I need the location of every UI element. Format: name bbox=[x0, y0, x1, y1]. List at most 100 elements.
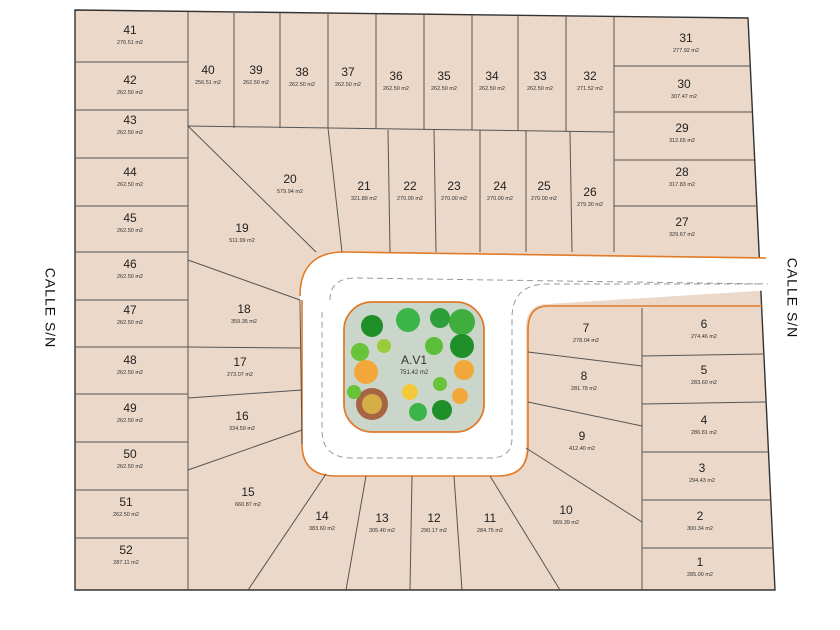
lot-number-16: 16 bbox=[235, 409, 249, 423]
lot-area-39: 262.50 m2 bbox=[243, 80, 269, 86]
lot-area-11: 284.75 m2 bbox=[477, 528, 503, 534]
lot-number-14: 14 bbox=[315, 509, 329, 523]
lot-area-35: 262.50 m2 bbox=[431, 86, 457, 92]
lot-area-46: 262.50 m2 bbox=[117, 274, 143, 280]
lot-number-1: 1 bbox=[697, 555, 704, 569]
lot-number-32: 32 bbox=[583, 69, 597, 83]
lot-area-40: 256.51 m2 bbox=[195, 80, 221, 86]
lot-area-25: 270.00 m2 bbox=[531, 196, 557, 202]
lot-number-48: 48 bbox=[123, 353, 137, 367]
lot-area-7: 278.04 m2 bbox=[573, 338, 599, 344]
lot-number-51: 51 bbox=[119, 495, 133, 509]
lot-area-18: 359.35 m2 bbox=[231, 319, 257, 325]
lot-number-45: 45 bbox=[123, 211, 137, 225]
lot-number-33: 33 bbox=[533, 69, 547, 83]
lot-number-8: 8 bbox=[581, 369, 588, 383]
lot-number-47: 47 bbox=[123, 303, 137, 317]
lot-number-43: 43 bbox=[123, 113, 137, 127]
lot-number-42: 42 bbox=[123, 73, 137, 87]
lot-number-39: 39 bbox=[249, 63, 263, 77]
lot-number-26: 26 bbox=[583, 185, 597, 199]
lot-number-11: 11 bbox=[484, 511, 497, 525]
lot-number-31: 31 bbox=[679, 31, 693, 45]
lot-area-36: 262.50 m2 bbox=[383, 86, 409, 92]
lot-area-51: 262.50 m2 bbox=[113, 512, 139, 518]
lot-area-27: 329.67 m2 bbox=[669, 232, 695, 238]
lot-area-44: 262.50 m2 bbox=[117, 182, 143, 188]
lot-area-32: 271.52 m2 bbox=[577, 86, 603, 92]
lot-area-49: 262.50 m2 bbox=[117, 418, 143, 424]
lot-area-23: 270.00 m2 bbox=[441, 196, 467, 202]
lot-area-12: 290.17 m2 bbox=[421, 528, 447, 534]
lot-area-24: 270.00 m2 bbox=[487, 196, 513, 202]
lot-number-29: 29 bbox=[675, 121, 689, 135]
lot-number-34: 34 bbox=[485, 69, 499, 83]
lot-number-19: 19 bbox=[235, 221, 249, 235]
lot-number-5: 5 bbox=[701, 363, 708, 377]
park-area: A.V1 751.42 m2 bbox=[343, 301, 485, 433]
lot-area-29: 312.65 m2 bbox=[669, 138, 695, 144]
lot-area-6: 274.46 m2 bbox=[691, 334, 717, 340]
lot-number-12: 12 bbox=[427, 511, 441, 525]
lot-area-16: 334.59 m2 bbox=[229, 426, 255, 432]
lot-area-4: 286.81 m2 bbox=[691, 430, 717, 436]
lot-area-9: 412.40 m2 bbox=[569, 446, 595, 452]
lot-area-19: 511.99 m2 bbox=[229, 238, 255, 244]
lot-number-9: 9 bbox=[579, 429, 586, 443]
lot-area-38: 262.50 m2 bbox=[289, 82, 315, 88]
lot-area-33: 262.50 m2 bbox=[527, 86, 553, 92]
lot-number-20: 20 bbox=[283, 172, 297, 186]
lot-number-18: 18 bbox=[237, 302, 251, 316]
lot-number-41: 41 bbox=[123, 23, 137, 37]
lot-area-45: 262.50 m2 bbox=[117, 228, 143, 234]
lot-number-10: 10 bbox=[559, 503, 573, 517]
park-area-label: 751.42 m2 bbox=[400, 370, 429, 376]
lot-number-17: 17 bbox=[233, 355, 247, 369]
lot-number-13: 13 bbox=[375, 511, 389, 525]
lot-number-46: 46 bbox=[123, 257, 137, 271]
lot-area-20: 579.94 m2 bbox=[277, 189, 303, 195]
lot-number-21: 21 bbox=[357, 179, 371, 193]
lot-area-17: 273.07 m2 bbox=[227, 372, 253, 378]
lot-number-22: 22 bbox=[403, 179, 417, 193]
lot-area-47: 262.50 m2 bbox=[117, 320, 143, 326]
lot-number-15: 15 bbox=[241, 485, 255, 499]
lot-number-50: 50 bbox=[123, 447, 137, 461]
road-edge-inner bbox=[301, 300, 762, 477]
road-centerline bbox=[321, 277, 769, 459]
lot-number-2: 2 bbox=[697, 509, 704, 523]
lot-number-38: 38 bbox=[295, 65, 309, 79]
lot-number-24: 24 bbox=[493, 179, 507, 193]
lot-area-48: 262.50 m2 bbox=[117, 370, 143, 376]
lot-number-27: 27 bbox=[675, 215, 689, 229]
lot-number-40: 40 bbox=[201, 63, 215, 77]
lot-area-34: 262.50 m2 bbox=[479, 86, 505, 92]
lot-number-4: 4 bbox=[701, 413, 708, 427]
lot-number-23: 23 bbox=[447, 179, 461, 193]
lot-area-21: 321.89 m2 bbox=[351, 196, 377, 202]
lot-number-28: 28 bbox=[675, 165, 689, 179]
lot-area-14: 383.60 m2 bbox=[309, 526, 335, 532]
lot-number-3: 3 bbox=[699, 461, 706, 475]
lot-area-28: 317.83 m2 bbox=[669, 182, 695, 188]
lot-area-2: 300.34 m2 bbox=[687, 526, 713, 532]
lot-number-49: 49 bbox=[123, 401, 137, 415]
lot-area-31: 277.92 m2 bbox=[673, 48, 699, 54]
lot-area-8: 281.78 m2 bbox=[571, 386, 597, 392]
lot-area-30: 307.47 m2 bbox=[671, 94, 697, 100]
tree-icons bbox=[347, 308, 475, 421]
lot-number-44: 44 bbox=[123, 165, 137, 179]
lot-number-52: 52 bbox=[119, 543, 133, 557]
road-edge-outer bbox=[299, 251, 767, 297]
lot-number-7: 7 bbox=[583, 321, 590, 335]
lot-number-25: 25 bbox=[537, 179, 551, 193]
lot-number-37: 37 bbox=[341, 65, 355, 79]
lot-area-37: 262.50 m2 bbox=[335, 82, 361, 88]
lot-area-22: 270.00 m2 bbox=[397, 196, 423, 202]
lot-area-15: 660.87 m2 bbox=[235, 502, 261, 508]
lot-area-26: 279.30 m2 bbox=[577, 202, 603, 208]
lot-area-42: 262.50 m2 bbox=[117, 90, 143, 96]
lot-area-52: 287.11 m2 bbox=[113, 560, 139, 566]
lot-number-30: 30 bbox=[677, 77, 691, 91]
